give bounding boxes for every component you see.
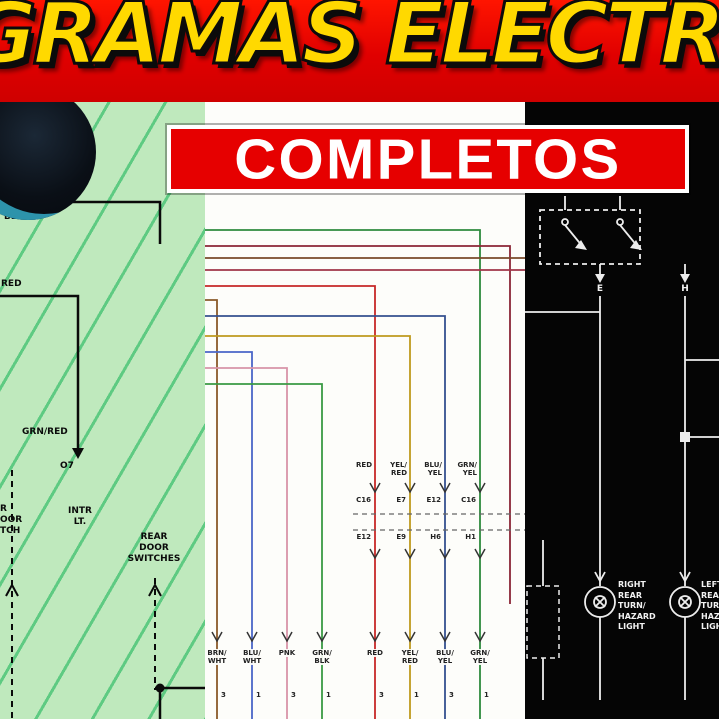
component-dashed-box — [526, 585, 560, 659]
green-wires — [0, 200, 205, 719]
pin-number-6: 1 — [414, 691, 419, 699]
wire-label-yel-red-bottom: YEL/ RED — [393, 649, 427, 665]
wire-label-blu-wht: BLU/ WHT — [235, 649, 269, 665]
white-wires — [525, 264, 719, 700]
black-wiring-svg — [525, 196, 719, 700]
white-arrows — [594, 274, 691, 583]
connector-label-c16-b: C16 — [461, 496, 476, 504]
label-edge-fragment: R OOR TCH — [0, 504, 23, 536]
title-banner: GRAMAS ELECTRIC — [0, 0, 719, 102]
subtitle-banner: COMPLETOS — [167, 125, 689, 193]
relay-box — [539, 196, 642, 265]
wire-label-blu-yel-mid: BLU/ YEL — [424, 461, 442, 477]
wire-label-red: RED — [1, 279, 22, 289]
wire-label-grn-blk: GRN/ BLK — [305, 649, 339, 665]
black-wiring-panel: E H RIGHT REAR TURN/ HAZARD LIGHT LEFT R… — [525, 0, 719, 719]
pin-number-3: 3 — [291, 691, 296, 699]
terminal-label-h: H — [681, 284, 689, 294]
wire-label-grn-yel-mid: GRN/ YEL — [457, 461, 477, 477]
green-dashed-wires — [11, 470, 156, 719]
pin-number-7: 3 — [449, 691, 454, 699]
connector-arrows — [211, 482, 486, 643]
wire-label-grn-yel-bottom: GRN/ YEL — [463, 649, 497, 665]
left-rear-bulb — [669, 586, 701, 618]
pin-number-8: 1 — [484, 691, 489, 699]
wire-label-grn-red: GRN/RED — [22, 427, 68, 437]
white-wiring-svg — [205, 229, 525, 719]
connector-label-e12-b: E12 — [356, 533, 371, 541]
label-rear-door-switches: REAR DOOR SWITCHES — [127, 532, 181, 564]
green-arrows — [5, 448, 165, 693]
junction-square — [680, 432, 690, 442]
wire-label-brn-wht: BRN/ WHT — [205, 649, 234, 665]
pin-number-2: 1 — [256, 691, 261, 699]
right-rear-bulb — [584, 586, 616, 618]
title-text: GRAMAS ELECTRIC — [0, 0, 719, 86]
connector-label-h1: H1 — [465, 533, 476, 541]
terminal-label-e: E — [596, 284, 604, 294]
colored-wires — [205, 229, 525, 719]
label-intr-lt: INTR LT. — [68, 506, 92, 527]
wire-label-pnk: PNK — [270, 649, 304, 657]
connector-label-e9: E9 — [396, 533, 406, 541]
wire-label-blu-yel-bottom: BLU/ YEL — [428, 649, 462, 665]
wire-label-red-bottom: RED — [358, 649, 392, 657]
label-right-rear-turn-hazard-light: RIGHT REAR TURN/ HAZARD LIGHT — [618, 580, 656, 631]
connector-label-e12-a: E12 — [426, 496, 441, 504]
pin-number-4: 1 — [326, 691, 331, 699]
connector-label-e7: E7 — [396, 496, 406, 504]
connector-label-o7: O7 — [60, 461, 74, 471]
wire-label-red-mid: RED — [356, 461, 372, 469]
pin-number-1: 3 — [221, 691, 226, 699]
pin-number-5: 3 — [379, 691, 384, 699]
connector-dashed-lines — [353, 513, 525, 531]
connector-label-c16-a: C16 — [356, 496, 371, 504]
subtitle-text: COMPLETOS — [234, 127, 622, 191]
connector-label-h6: H6 — [430, 533, 441, 541]
junction-dot — [155, 683, 165, 693]
label-left-rear-turn-hazard-light: LEFT REAR TURN/ HAZARD LIGHT — [701, 580, 719, 631]
white-wiring-panel: RED YEL/ RED BLU/ YEL GRN/ YEL C16 E7 E1… — [205, 0, 525, 719]
wire-label-yel-red-mid: YEL/ RED — [390, 461, 407, 477]
